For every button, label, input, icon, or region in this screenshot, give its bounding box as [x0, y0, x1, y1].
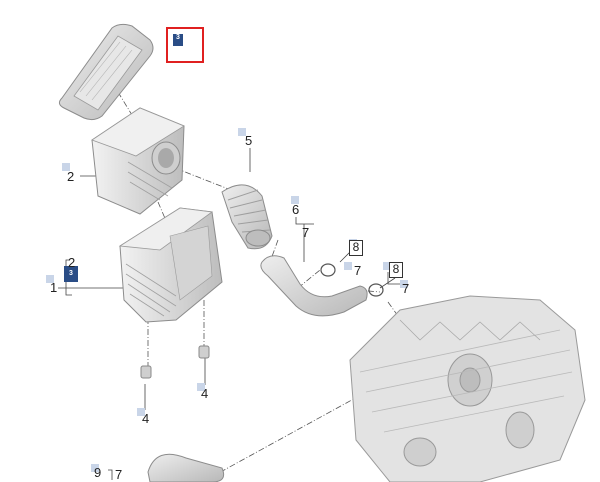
callout-marker: [291, 196, 299, 204]
air-filter-housing-lower: [118, 207, 223, 323]
callout-8-b[interactable]: 8: [389, 262, 403, 278]
rubber-mounts: [140, 345, 210, 379]
callout-marker: [238, 128, 246, 136]
callout-9-pipe[interactable]: 9: [94, 465, 102, 480]
callout-1-housing[interactable]: 1: [50, 280, 58, 295]
info-badge-icon[interactable]: 3: [64, 266, 78, 282]
callout-marker: [46, 275, 54, 283]
callout-6-pipe[interactable]: 6: [292, 202, 300, 217]
callout-marker: [62, 163, 70, 171]
callout-marker: [383, 262, 391, 270]
callout-8-a[interactable]: 8: [349, 240, 363, 256]
callout-7-c[interactable]: 7: [402, 281, 410, 296]
callout-marker: [137, 408, 145, 416]
callout-5-bellows[interactable]: 5: [245, 133, 253, 148]
callout-marker: [344, 262, 352, 270]
callout-7-a[interactable]: 7: [302, 225, 310, 240]
callout-4-left[interactable]: 4: [142, 411, 150, 426]
callout-7-b[interactable]: 7: [354, 263, 362, 278]
callout-marker: [197, 383, 205, 391]
info-badge-icon[interactable]: 3: [173, 34, 183, 46]
callout-7-d[interactable]: 7: [115, 467, 123, 482]
callout-4-right[interactable]: 4: [201, 386, 209, 401]
air-filter-element: [58, 23, 154, 121]
engine-block: [349, 295, 586, 482]
callout-2-housing[interactable]: 2: [67, 169, 75, 184]
callout-marker: [91, 464, 99, 472]
intake-pipe: [260, 255, 368, 317]
throttle-pipe: [147, 453, 225, 482]
callout-marker: [400, 280, 408, 288]
hose-clamps: [320, 263, 384, 297]
callout-2-stacked[interactable]: 2: [68, 255, 76, 270]
badge-3-label: 3: [176, 34, 180, 41]
intake-bellows-hose: [221, 184, 273, 250]
air-filter-housing-upper: [91, 107, 185, 215]
selected-part-highlight[interactable]: [166, 27, 204, 63]
badge-3-left-label: 3: [69, 270, 73, 277]
